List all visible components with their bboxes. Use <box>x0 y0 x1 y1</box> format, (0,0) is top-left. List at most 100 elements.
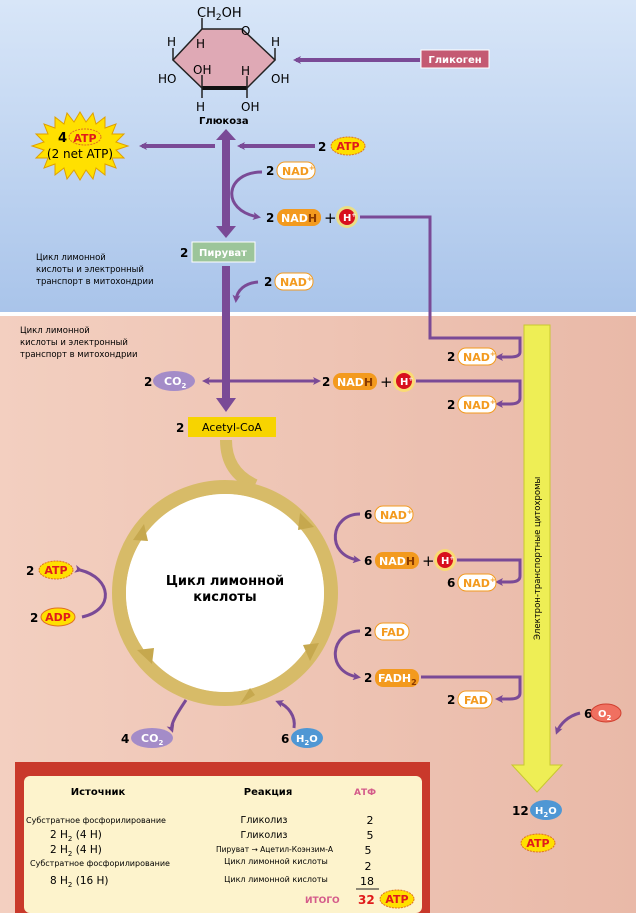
svg-text:Электрон-транспортные цитохром: Электрон-транспортные цитохромы <box>533 477 543 640</box>
svg-text:H: H <box>167 35 176 49</box>
svg-text:NAD+: NAD+ <box>380 508 413 522</box>
svg-text:H: H <box>196 37 205 51</box>
svg-text:NAD+: NAD+ <box>280 275 313 289</box>
co2-badge <box>153 371 195 391</box>
svg-text:+: + <box>324 209 337 227</box>
svg-text:NAD+: NAD+ <box>463 398 496 412</box>
svg-text:H+: H+ <box>343 212 356 224</box>
svg-text:18: 18 <box>360 875 374 888</box>
svg-text:ATP: ATP <box>385 893 408 906</box>
svg-text:OH: OH <box>193 63 211 77</box>
svg-text:6: 6 <box>584 707 592 721</box>
svg-text:CH2OH: CH2OH <box>197 6 242 23</box>
svg-text:2: 2 <box>367 814 374 827</box>
svg-text:H2O: H2O <box>535 806 557 819</box>
svg-text:2: 2 <box>447 350 455 364</box>
svg-text:NADH: NADH <box>337 376 373 389</box>
svg-text:+: + <box>380 373 393 391</box>
note-top: Цикл лимонной кислоты и электронный тран… <box>36 253 154 287</box>
atp-starburst <box>30 111 130 181</box>
svg-text:5: 5 <box>367 829 374 842</box>
svg-text:2 H2 (4 H): 2 H2 (4 H) <box>50 844 102 858</box>
pyruvate-label: Пируват <box>199 248 247 259</box>
glucose-label: Глюкоза <box>199 116 249 127</box>
svg-text:2: 2 <box>26 564 34 578</box>
acetyl-coa-box <box>188 417 276 437</box>
svg-text:OH: OH <box>241 100 259 114</box>
svg-text:H: H <box>196 100 205 114</box>
svg-text:NADH: NADH <box>281 212 317 225</box>
acetyl-coa-label: Acetyl-CoA <box>202 421 262 434</box>
total-value: 32 <box>358 893 375 907</box>
svg-text:ATP: ATP <box>336 140 359 153</box>
svg-text:HO: HO <box>158 72 176 86</box>
table-row: Субстратное фосфорилирование Цикл лимонн… <box>30 857 372 873</box>
electron-transport-arrow: Электрон-транспортные цитохромы <box>510 324 564 793</box>
svg-text:OH: OH <box>271 72 289 86</box>
table-row: Субстратное фосфорилирование Гликолиз 2 <box>26 814 374 827</box>
svg-text:O: O <box>241 24 250 38</box>
svg-text:H+: H+ <box>441 555 454 567</box>
glycogen-box <box>420 49 490 69</box>
net-atp-label: (2 net ATP) <box>47 147 113 161</box>
table-row: 2 H2 (4 H) Гликолиз 5 <box>50 829 374 843</box>
svg-text:ATP: ATP <box>526 837 549 850</box>
cycle-title: Цикл лимонной <box>166 574 284 589</box>
svg-text:2: 2 <box>264 275 272 289</box>
svg-text:2: 2 <box>365 860 372 873</box>
svg-text:NADH: NADH <box>379 555 415 568</box>
svg-text:O2: O2 <box>598 709 612 722</box>
svg-text:6: 6 <box>364 508 372 522</box>
svg-text:Гликолиз: Гликолиз <box>241 830 288 841</box>
svg-text:2: 2 <box>364 625 372 639</box>
svg-text:H: H <box>241 64 250 78</box>
svg-text:Цикл лимонной кислоты: Цикл лимонной кислоты <box>224 875 328 884</box>
svg-text:6: 6 <box>364 554 372 568</box>
atp-in-badge <box>330 136 366 156</box>
total-label: ИТОГО <box>305 896 340 906</box>
table-row: 2 H2 (4 H) Пируват → Ацетил-Коэнзим-А 5 <box>50 844 372 858</box>
svg-text:2: 2 <box>447 398 455 412</box>
svg-text:ATP: ATP <box>73 132 96 145</box>
svg-text:H+: H+ <box>400 376 413 388</box>
svg-text:Источник: Источник <box>71 787 126 798</box>
svg-text:2: 2 <box>266 164 274 178</box>
svg-text:FAD: FAD <box>381 626 405 639</box>
svg-text:2: 2 <box>176 421 184 435</box>
svg-text:8 H2 (16 H): 8 H2 (16 H) <box>50 875 109 889</box>
svg-text:6: 6 <box>281 732 289 746</box>
svg-text:FADH2: FADH2 <box>378 672 417 687</box>
svg-text:2: 2 <box>180 246 188 260</box>
svg-text:12: 12 <box>512 804 529 818</box>
etc-atp-badge <box>520 833 556 853</box>
svg-text:Пируват → Ацетил-Коэнзим-А: Пируват → Ацетил-Коэнзим-А <box>216 845 334 854</box>
svg-text:4: 4 <box>58 131 67 146</box>
svg-text:2: 2 <box>364 671 372 685</box>
svg-text:NAD+: NAD+ <box>463 350 496 364</box>
svg-text:2: 2 <box>318 140 326 154</box>
svg-text:6: 6 <box>447 576 455 590</box>
svg-text:Реакция: Реакция <box>244 787 293 798</box>
note-bottom: Цикл лимонной кислоты и электронный тран… <box>20 326 138 360</box>
membrane-divider <box>0 312 636 316</box>
table-row: 8 H2 (16 H) Цикл лимонной кислоты 18 <box>50 875 374 889</box>
svg-text:кислоты: кислоты <box>193 590 256 605</box>
svg-text:H: H <box>271 35 280 49</box>
svg-text:NAD+: NAD+ <box>282 164 315 178</box>
svg-text:4: 4 <box>121 732 129 746</box>
glucose-molecule: CH2OH O H H H H H HO OH OH OH Глюкоза <box>158 6 289 127</box>
svg-text:АТФ: АТФ <box>354 788 376 798</box>
svg-text:2: 2 <box>322 375 330 389</box>
svg-text:Гликолиз: Гликолиз <box>241 815 288 826</box>
pyruvate-box <box>191 241 256 263</box>
svg-text:+: + <box>422 552 435 570</box>
svg-text:2 H2 (4 H): 2 H2 (4 H) <box>50 829 102 843</box>
svg-text:Субстратное фосфорилирование: Субстратное фосфорилирование <box>30 859 170 868</box>
svg-text:2: 2 <box>30 611 38 625</box>
svg-text:CO2: CO2 <box>164 375 186 390</box>
svg-text:2: 2 <box>447 693 455 707</box>
svg-text:H2O: H2O <box>296 734 318 747</box>
svg-text:Цикл лимонной кислоты: Цикл лимонной кислоты <box>224 857 328 866</box>
svg-text:ATP: ATP <box>44 564 67 577</box>
atp-summary-table: Источник Реакция АТФ Субстратное фосфори… <box>15 762 430 913</box>
